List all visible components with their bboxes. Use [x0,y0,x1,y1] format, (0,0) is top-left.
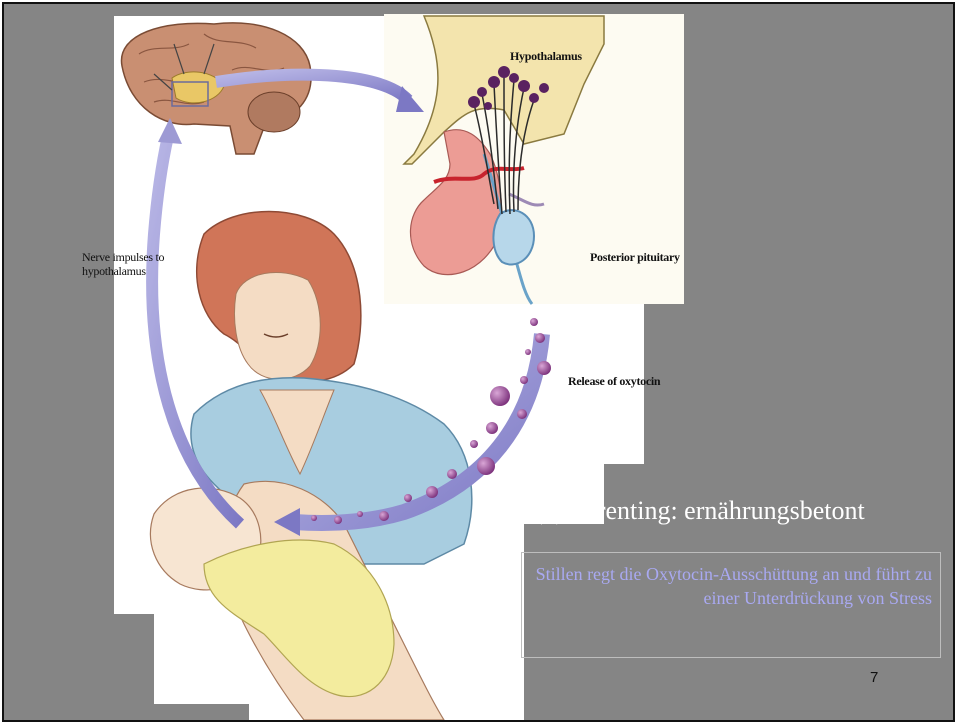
label-posterior-pituitary: Posterior pituitary [590,251,680,264]
page-number: 7 [870,669,878,686]
label-release-of-oxytocin: Release of oxytocin [568,375,660,388]
label-hypothalamus: Hypothalamus [510,50,582,63]
callout-text: Stillen regt die Oxytocin-Ausschüttung a… [532,562,932,610]
label-nerve-impulses: Nerve impulses to hypothalamus [82,250,212,278]
slide-heading: (1) Parenting: ernährungsbetont [534,496,865,526]
callout-box: Stillen regt die Oxytocin-Ausschüttung a… [521,552,941,658]
